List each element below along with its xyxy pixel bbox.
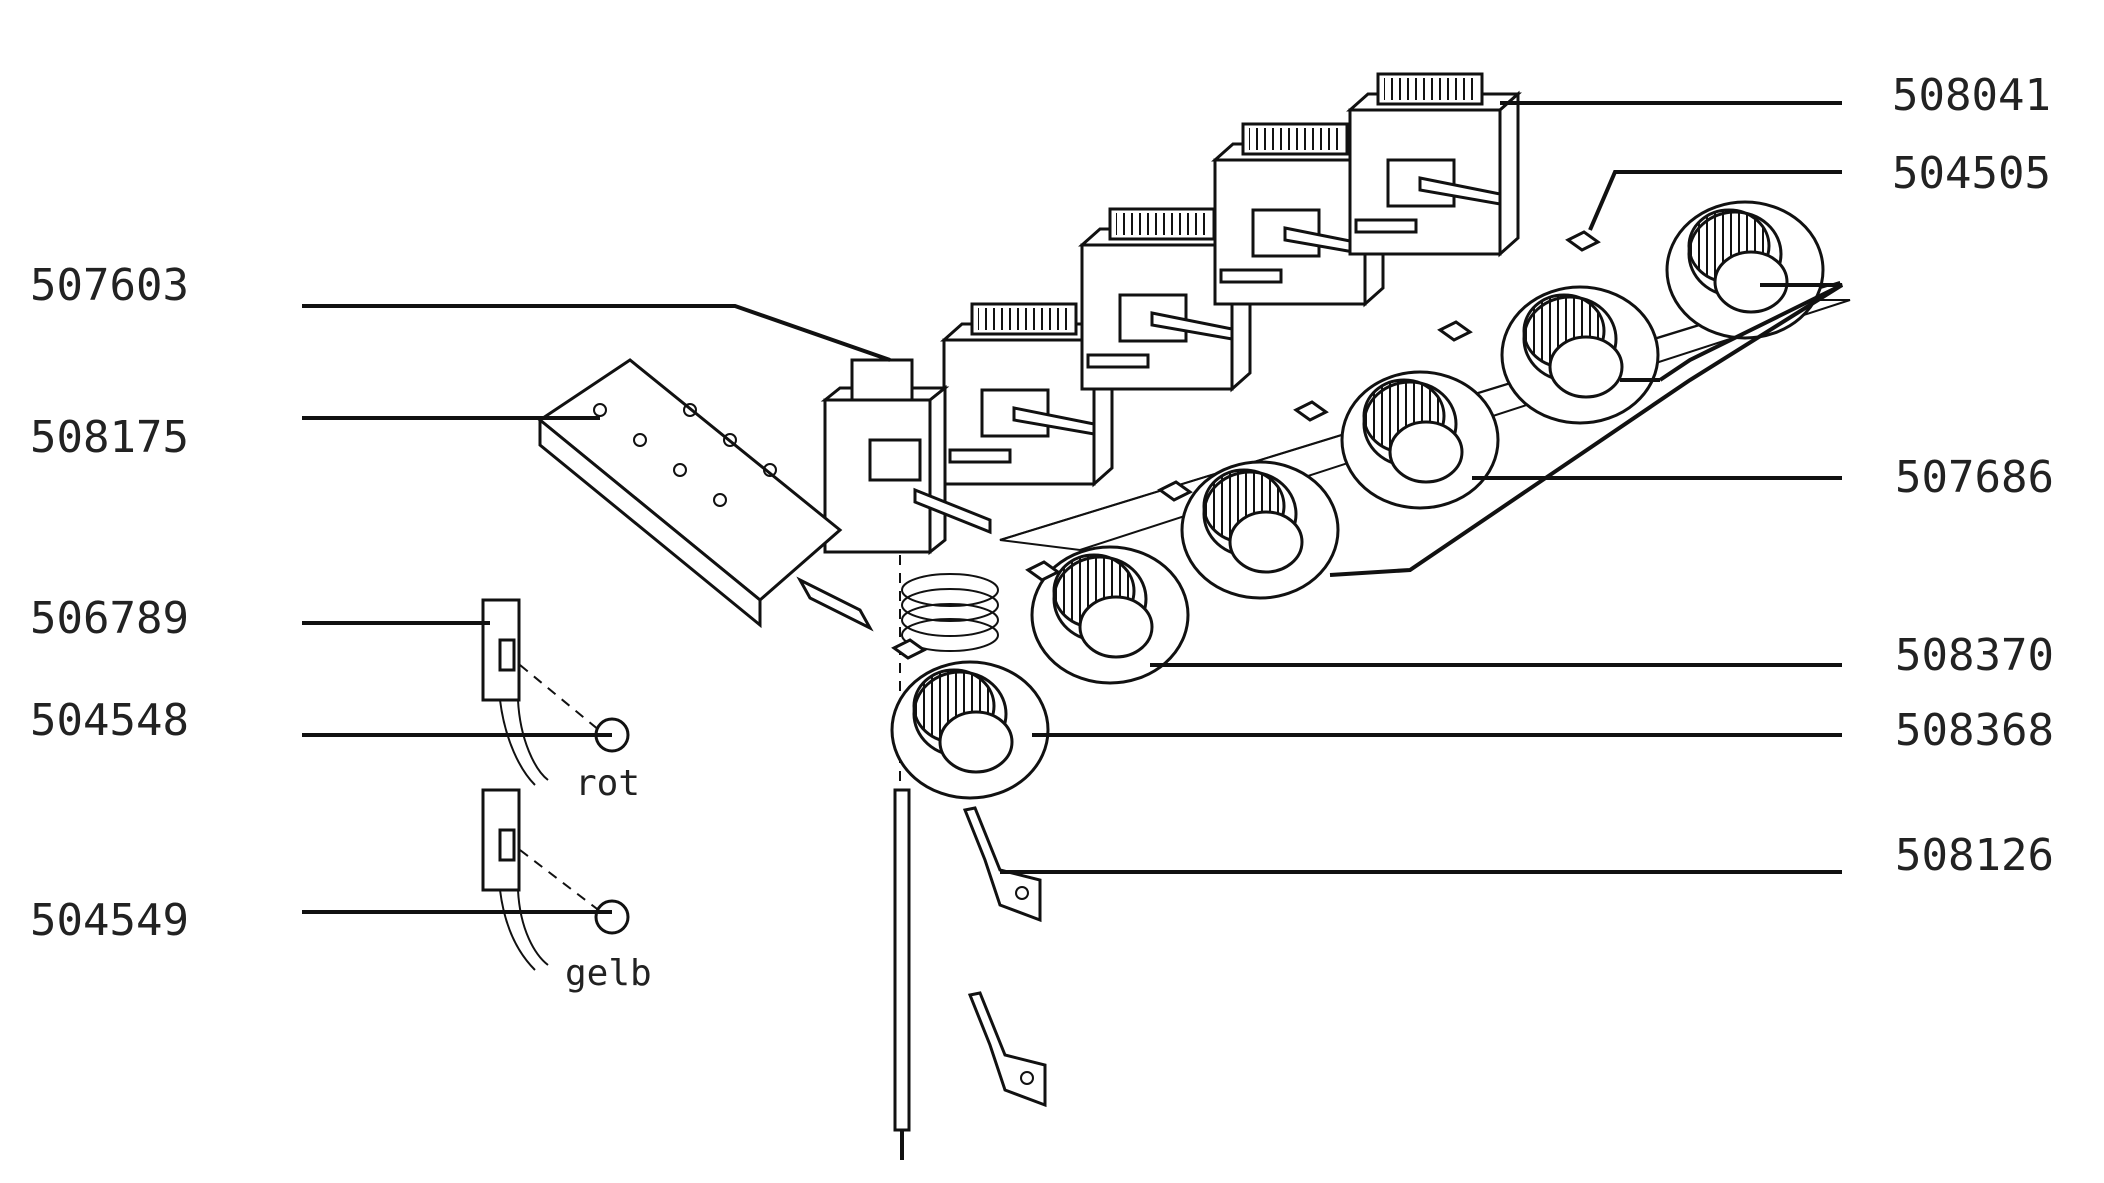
lens-yellow-dot: [594, 899, 630, 935]
control-knob-6: [1665, 200, 1825, 340]
part-number-508041: 508041: [1892, 70, 2051, 121]
mounting-bracket-2: [967, 991, 1047, 1108]
control-knob-4: [1340, 370, 1500, 510]
control-knob-5: [1500, 285, 1660, 425]
control-knob-1: [890, 660, 1050, 800]
indicator-lamp-red: [481, 598, 606, 786]
terminal-block: [537, 358, 874, 632]
part-number-504548: 504548: [30, 695, 189, 746]
part-number-508126: 508126: [1895, 830, 2054, 881]
leader-lines: [302, 101, 1844, 914]
wire-label-yellow: gelb: [565, 953, 652, 994]
control-knob-2: [1030, 545, 1190, 685]
energy-regulator-switch-4: [1348, 72, 1520, 256]
mounting-bracket-1: [962, 806, 1042, 923]
part-number-508175: 508175: [30, 412, 189, 463]
part-number-508368: 508368: [1895, 705, 2054, 756]
indicator-lamp-yellow: [481, 788, 606, 971]
capillary-probe: [893, 555, 999, 1160]
wire-label-red: rot: [575, 763, 640, 804]
indicator-pads: [891, 230, 1601, 660]
part-number-507603: 507603: [30, 260, 189, 311]
part-number-504505: 504505: [1892, 148, 2051, 199]
part-number-506789: 506789: [30, 593, 189, 644]
part-number-508370: 508370: [1895, 630, 2054, 681]
part-number-504549: 504549: [30, 895, 189, 946]
control-knob-3: [1180, 460, 1340, 600]
part-number-507686: 507686: [1895, 452, 2054, 503]
thermostat: [820, 358, 992, 556]
